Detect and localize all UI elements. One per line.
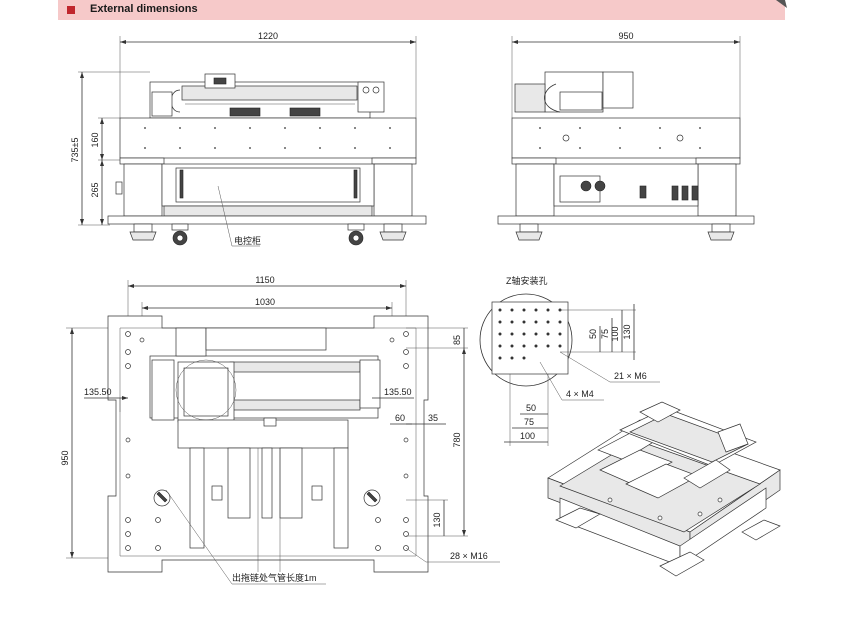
top-dim-35: 35 xyxy=(428,413,438,423)
detail-holes-m6: 21 × M6 xyxy=(614,371,647,381)
detail-dim-50v: 50 xyxy=(588,329,598,339)
section-header: External dimensions xyxy=(58,0,785,20)
top-dim-85: 85 xyxy=(452,335,462,345)
isometric-view xyxy=(547,401,781,577)
top-width-outer: 1150 xyxy=(255,275,274,285)
detail-dim-130v: 130 xyxy=(622,324,632,339)
detail-dim-100h: 100 xyxy=(520,431,535,441)
detail-dim-100v: 100 xyxy=(610,326,620,341)
top-dragchain-note: 出拖链处气管长度1m xyxy=(232,572,317,583)
detail-dim-75h: 75 xyxy=(524,417,534,427)
front-height-total: 735±5 xyxy=(70,138,80,163)
detail-title: Z轴安装孔 xyxy=(506,275,548,286)
top-view: 1150 1030 950 xyxy=(60,275,500,585)
mounting-holes xyxy=(125,331,409,551)
top-dim-780: 780 xyxy=(452,432,462,447)
top-offset-right: 135.50 xyxy=(384,387,412,397)
top-holes-m16: 28 × M16 xyxy=(450,551,488,561)
top-offset-left: 135.50 xyxy=(84,387,112,397)
corner-mark xyxy=(776,0,787,8)
front-view: 1220 735±5 160 265 xyxy=(70,31,427,247)
front-height-bottom: 265 xyxy=(90,182,100,197)
top-width-inner: 1030 xyxy=(255,297,275,307)
detail-holes-m4: 4 × M4 xyxy=(566,389,594,399)
front-height-top: 160 xyxy=(90,132,100,147)
detail-view: Z轴安装孔 50 75 100 130 21 × M6 4 × M4 50 xyxy=(479,275,660,446)
detail-dim-75v: 75 xyxy=(600,329,610,339)
section-title: External dimensions xyxy=(90,3,198,15)
top-dim-60: 60 xyxy=(395,413,405,423)
detail-dim-50h: 50 xyxy=(526,403,536,413)
front-cabinet-note: 电控柜 xyxy=(234,235,261,246)
header-bullet xyxy=(67,6,75,14)
top-height-label: 950 xyxy=(60,450,70,465)
top-dim-130: 130 xyxy=(432,512,442,527)
front-width-label: 1220 xyxy=(258,31,278,41)
side-width-label: 950 xyxy=(618,31,633,41)
side-view: 950 xyxy=(497,31,755,241)
